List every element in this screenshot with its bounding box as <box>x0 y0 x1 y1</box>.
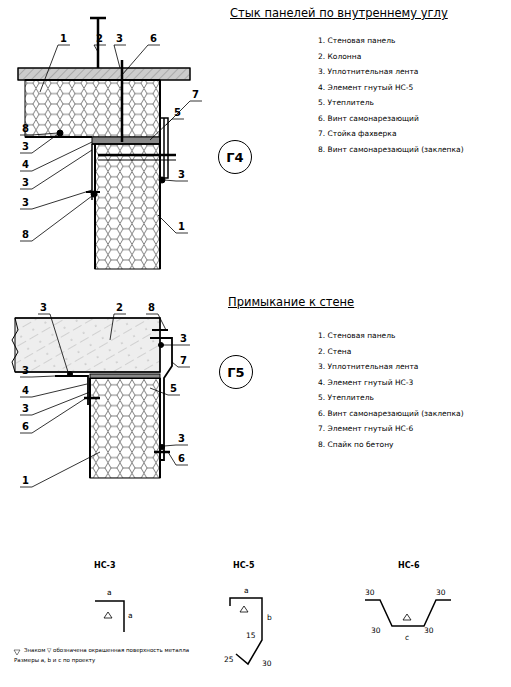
leader-line <box>20 196 92 241</box>
legend-item: 6. Винт самонарезающий <box>318 115 419 123</box>
callout-number: 5 <box>174 108 181 118</box>
profile-name: НС-6 <box>398 562 419 570</box>
callout-number: 3 <box>180 334 187 344</box>
section-marker: Г4 <box>218 140 252 174</box>
legend-item: 1. Стеновая панель <box>318 37 395 45</box>
leader-line <box>20 150 92 189</box>
profiles <box>14 598 451 664</box>
heading: Стык панелей по внутреннему углу <box>230 8 448 20</box>
callout-number: 1 <box>60 34 67 44</box>
callout-number: 3 <box>178 434 185 444</box>
dimension: 25 <box>224 656 234 664</box>
dimension: 30 <box>262 660 272 668</box>
leader-lines <box>20 45 202 487</box>
callout-number: 6 <box>178 454 185 464</box>
leader-line <box>20 142 92 171</box>
callout-number: 3 <box>40 303 47 313</box>
legend-item: 6. Винт самонарезающий (заклепка) <box>318 410 464 418</box>
callout-number: 3 <box>116 34 123 44</box>
detail-g5 <box>12 318 172 478</box>
leader-line <box>94 45 106 52</box>
leader-line <box>164 180 188 181</box>
leader-line <box>158 215 188 233</box>
leader-line <box>20 398 86 433</box>
dimension: 30 <box>424 627 434 635</box>
callout-number: 8 <box>22 124 29 134</box>
legend-item: 3. Уплотнительная лента <box>318 68 418 76</box>
leader-line <box>164 445 188 446</box>
dimension: а <box>244 587 249 595</box>
dimension: а <box>128 612 133 620</box>
leader-line <box>20 392 90 415</box>
leader-line <box>20 376 55 377</box>
dimension: 30 <box>436 589 446 597</box>
callout-number: 1 <box>22 476 29 486</box>
dimension: 30 <box>371 627 381 635</box>
profile-name: НС-5 <box>233 562 254 570</box>
callout-number: 6 <box>22 422 29 432</box>
callout-number: 8 <box>22 230 29 240</box>
callout-number: 3 <box>22 198 29 208</box>
callout-number: 3 <box>22 178 29 188</box>
marker-text: Г5 <box>227 365 244 380</box>
legend-item: 1. Стеновая панель <box>318 332 395 340</box>
legend-item: 4. Элемент гнутый НС-3 <box>318 379 413 387</box>
section-heading: Примыкание к стене <box>228 297 354 309</box>
callout-number: 2 <box>96 34 103 44</box>
leader-line <box>20 452 100 487</box>
callout-number: 6 <box>150 34 157 44</box>
legend-item: 7. Элемент гнутый НС-6 <box>318 425 413 433</box>
leader-line <box>168 452 188 465</box>
legend-item: 3. Уплотнительная лента <box>318 363 418 371</box>
marker-text: Г4 <box>226 150 243 165</box>
legend-item: 8. Винт самонарезающий (заклепка) <box>318 146 464 154</box>
callout-number: 3 <box>22 142 29 152</box>
section-marker: Г5 <box>219 355 253 389</box>
callout-number: 3 <box>22 366 29 376</box>
callout-number: 4 <box>22 160 29 170</box>
leader-line <box>40 45 70 92</box>
callout-number: 3 <box>178 170 185 180</box>
callout-number: 5 <box>170 384 177 394</box>
note: Знаком ▽ обозначена окрашенная поверхнос… <box>24 648 189 654</box>
legend-item: 4. Элемент гнутый НС-5 <box>318 84 413 92</box>
leader-line <box>20 190 92 209</box>
callout-number: 3 <box>22 404 29 414</box>
leader-line <box>166 101 202 125</box>
legend-item: 8. Спайк по бетону <box>318 441 393 449</box>
callout-number: 8 <box>148 303 155 313</box>
callout-number: 7 <box>192 90 199 100</box>
leader-line <box>20 134 58 153</box>
legend-item: 5. Утеплитель <box>318 99 374 107</box>
legend-item: 5. Утеплитель <box>318 394 374 402</box>
profile-name: НС-3 <box>94 562 115 570</box>
leader-line <box>150 119 184 140</box>
detail-g4 <box>18 18 190 269</box>
dimension: b <box>267 614 272 622</box>
leader-line <box>122 45 160 75</box>
leader-line <box>163 345 190 346</box>
callout-number: 2 <box>116 303 123 313</box>
dimension: с <box>405 634 409 642</box>
legend-item: 7. Стойка фахверка <box>318 130 397 138</box>
callout-number: 4 <box>22 386 29 396</box>
leader-line <box>38 314 68 372</box>
note: Размеры а, b и с по проекту <box>14 658 95 664</box>
legend-item: 2. Колонна <box>318 53 361 61</box>
leader-line <box>114 45 126 68</box>
dimension: 15 <box>246 632 256 640</box>
legend-item: 2. Стена <box>318 348 351 356</box>
dimension: а <box>107 589 112 597</box>
leader-line <box>110 314 126 340</box>
leader-line <box>146 314 166 330</box>
leader-line <box>20 384 87 397</box>
callout-number: 1 <box>178 222 185 232</box>
callout-number: 7 <box>180 356 187 366</box>
dimension: 30 <box>365 589 375 597</box>
